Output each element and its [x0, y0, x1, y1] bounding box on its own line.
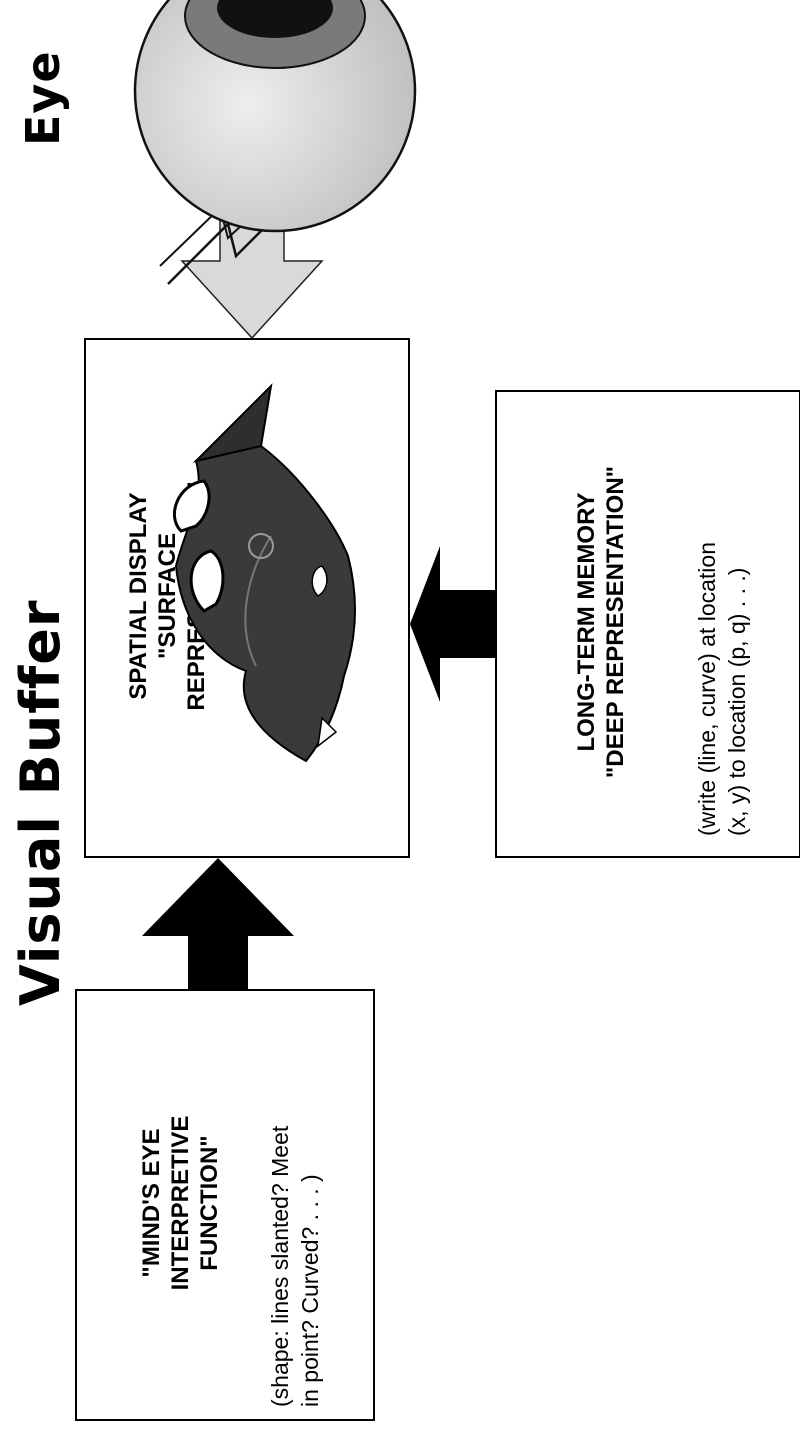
minds-eye-box: "MIND'S EYE INTERPRETIVE FUNCTION" (shap… [75, 989, 375, 1421]
ltm-body-line-1: (write (line, curve) at location [694, 542, 720, 836]
minds-eye-description: (shape: lines slanted? Meet in point? Cu… [265, 1126, 325, 1407]
mind-heading-line-1: "MIND'S EYE [138, 1128, 165, 1278]
mind-body-line-1: (shape: lines slanted? Meet [267, 1125, 293, 1407]
long-term-memory-description: (write (line, curve) at location (x, y) … [692, 542, 752, 836]
ltm-heading-line-2: "DEEP REPRESENTATION" [602, 465, 629, 779]
eyeball-icon [133, 0, 417, 233]
ltm-body-line-2: (x, y) to location (p, q) . . .) [724, 567, 750, 836]
long-term-memory-box: LONG-TERM MEMORY "DEEP REPRESENTATION" (… [495, 390, 800, 858]
cat-figure-icon [172, 383, 357, 763]
arrow-minds-eye-to-spatial [142, 858, 294, 991]
mind-heading-line-2: INTERPRETIVE [167, 1115, 194, 1291]
mind-heading-line-3: FUNCTION" [196, 1135, 223, 1271]
long-term-memory-heading: LONG-TERM MEMORY "DEEP REPRESENTATION" [572, 388, 630, 856]
ltm-heading-line-1: LONG-TERM MEMORY [573, 492, 600, 752]
arrow-ltm-to-spatial [410, 546, 495, 702]
mind-body-line-2: in point? Curved? . . . ) [297, 1174, 323, 1407]
minds-eye-heading: "MIND'S EYE INTERPRETIVE FUNCTION" [137, 987, 224, 1419]
spatial-display-box: SPATIAL DISPLAY "SURFACE REPRESENTATION" [84, 338, 410, 858]
